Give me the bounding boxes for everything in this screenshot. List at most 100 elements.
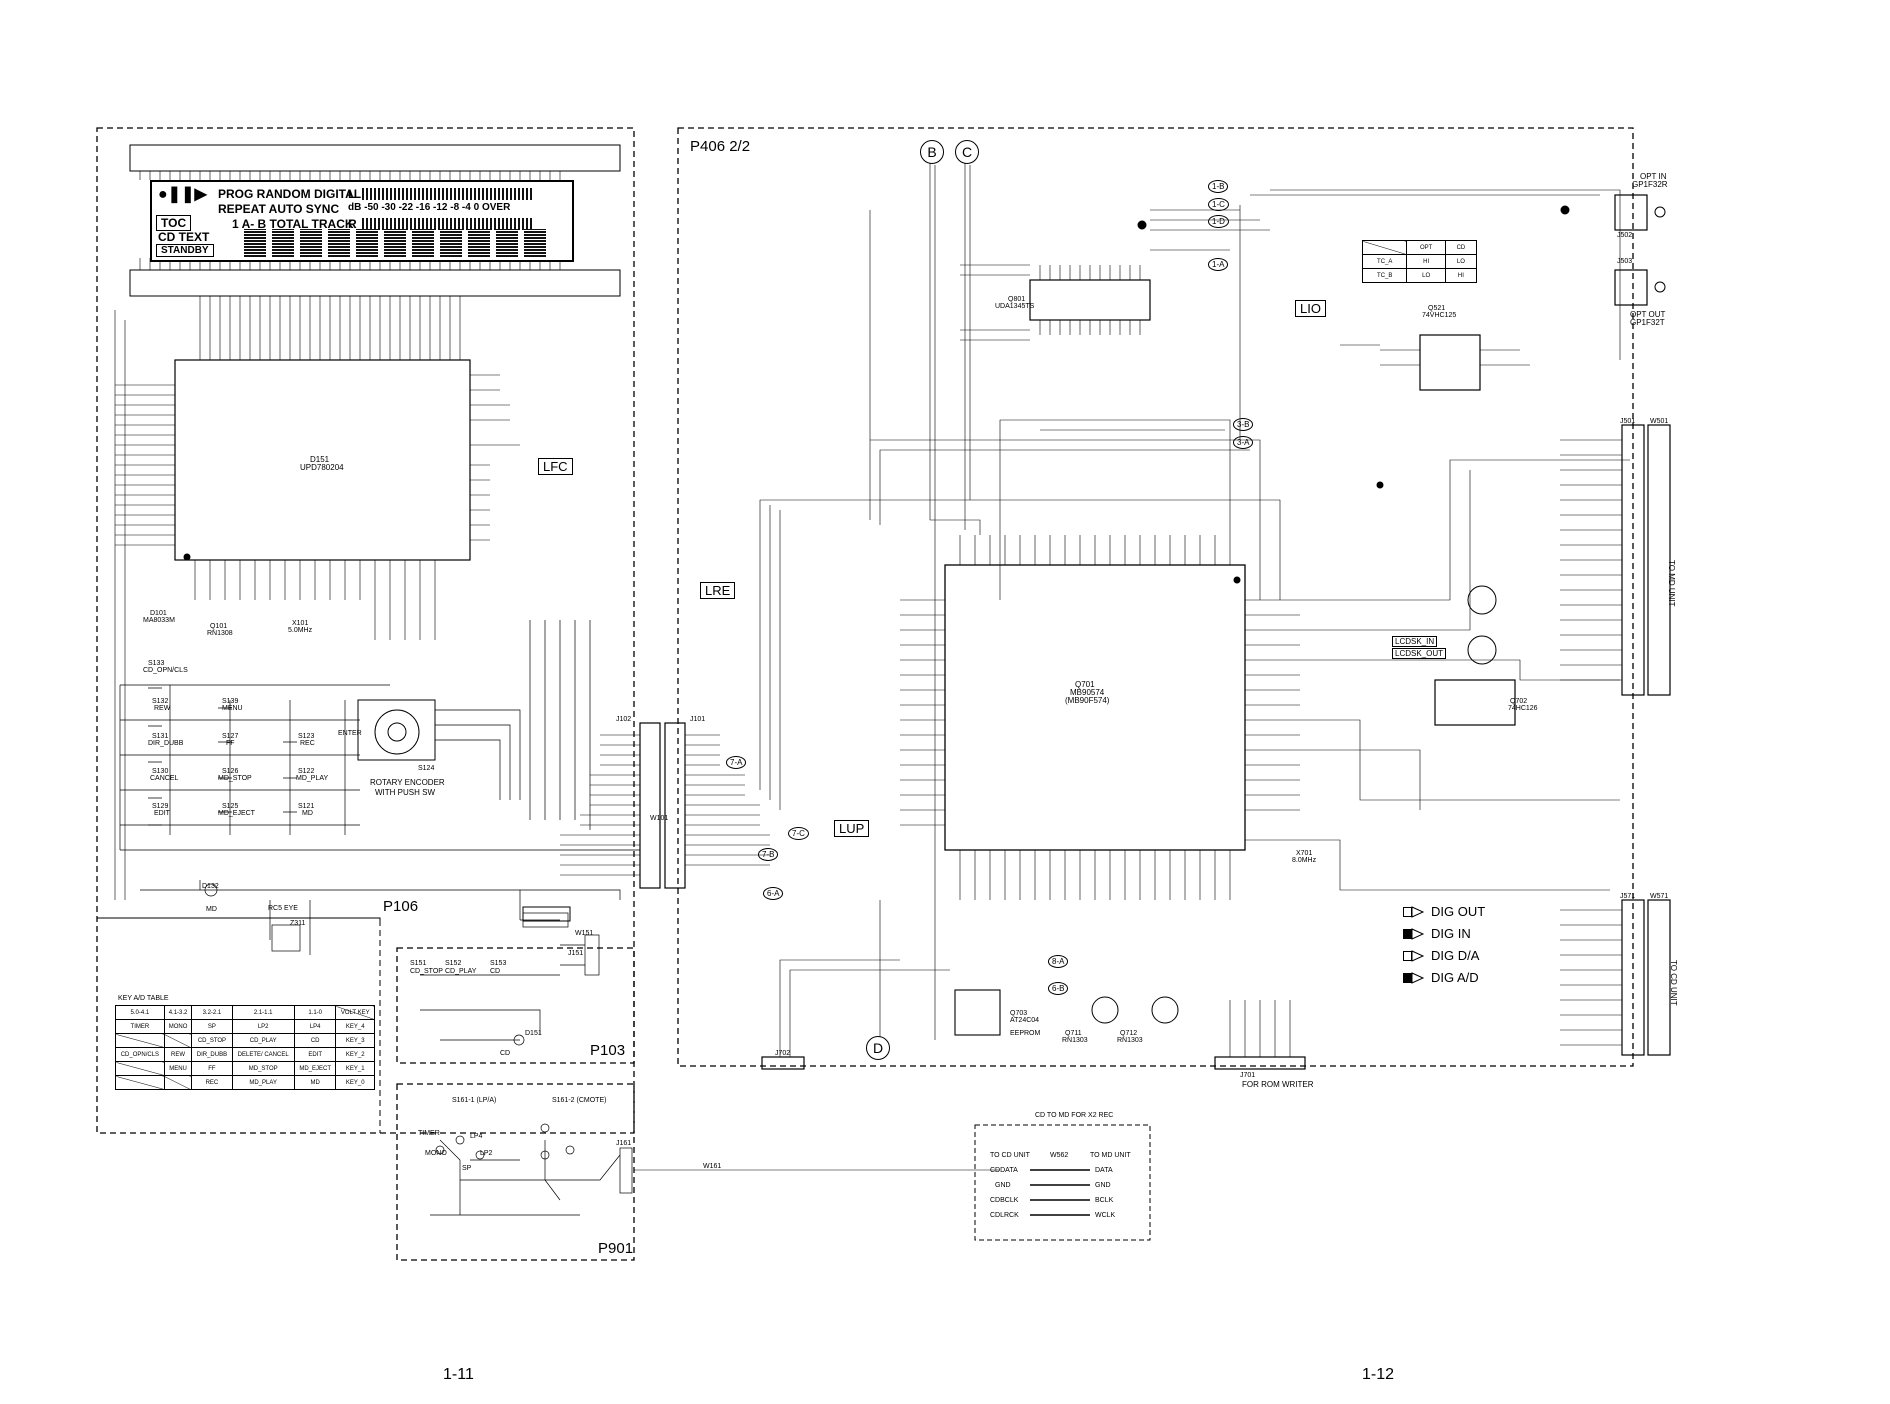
key-table-cell: EDIT [293,1047,337,1062]
legend-dig-in: DIG IN [1403,926,1471,941]
key-table-cell: LP4 [293,1019,337,1034]
mode-table-cell: HI [1444,268,1478,283]
mode-table-cell: LO [1406,268,1446,283]
legend-dig-da: DIG D/A [1403,948,1479,963]
ic-q701-alt: (MB90F574) [1065,696,1110,705]
char-segment [384,229,406,257]
node-label: 1-D [1208,215,1229,228]
block-label-lup: LUP [834,820,870,837]
key-table-cell: KEY_0 [335,1075,375,1090]
ic-q801-part: UDA1345TS [995,303,1035,310]
part-label: RN1303 [1117,1037,1143,1044]
switch-s161-2: S161-2 (CMOTE) [552,1097,607,1104]
key-table-cell: MD_EJECT [293,1061,337,1076]
key-table-cell: CD_PLAY [231,1033,295,1048]
key-table-cell: CD_STOP [191,1033,233,1048]
part-label: 8.0MHz [1292,857,1317,864]
connector-w101: W101 [650,815,669,822]
char-segment [300,229,322,257]
open-arrow-icon [1403,949,1425,962]
key-ref: S130 [152,768,169,775]
key-name: REC [300,740,315,747]
key-table-cell [115,1075,165,1090]
char-segment [524,229,546,257]
key-table-cell: REC [191,1075,233,1090]
section-title-p406: P406 2/2 [690,138,751,155]
node-label: 1-B [1208,180,1229,193]
to-md-unit-label: TO MD UNIT [1667,560,1676,607]
mode-table-header: CD [1444,240,1478,255]
cd-to-md-pin: CDBCLK [990,1197,1019,1204]
key-name: MD_PLAY [296,775,329,782]
vfd-toc: TOC [156,215,192,231]
cd-to-md-pin: GND [1095,1182,1111,1189]
mode-table-header: OPT [1406,240,1446,255]
key-name: REW [154,705,171,712]
connector-w571: W571 [1650,893,1669,900]
filled-arrow-icon [1403,971,1425,984]
node-label: 6-A [763,887,784,900]
legend-label: DIG OUT [1431,904,1486,919]
part-label: D132 [202,883,219,890]
open-arrow-icon [1403,905,1425,918]
opt-out-label: OPT OUT [1630,310,1666,319]
key-table-header: 3.2-2.1 [191,1005,233,1020]
key-table-cell: KEY_4 [335,1019,375,1034]
char-segment [244,229,266,257]
rotary-title: ROTARY ENCODER [370,778,445,787]
part-label: Q101 [210,623,228,630]
key-table-cell: DELETE/ CANCEL [231,1047,295,1062]
switch-sp: SP [462,1165,472,1172]
connector-j502: J502 [1617,232,1633,239]
marker-d: D [866,1036,890,1060]
legend-label: DIG A/D [1431,970,1479,985]
part-label: D151 [525,1030,542,1037]
block-label-lio: LIO [1295,300,1326,317]
key-table-cell: REW [163,1047,193,1062]
key-name: MD [302,810,313,817]
char-segment [412,229,434,257]
key-table-cell: DIR_DUBB [191,1047,233,1062]
rotary-enter: ENTER [338,730,362,737]
key-ref: S121 [298,803,315,810]
vfd-channel-l: L [348,187,356,201]
part-label: D101 [150,610,167,617]
key-table-cell: KEY_1 [335,1061,375,1076]
key-ref: S152 [445,960,462,967]
lcdsk-in-label: LCDSK_IN [1392,636,1438,647]
block-label-lre: LRE [700,582,736,599]
connector-j501: J501 [1620,418,1636,425]
key-name: EDIT [154,810,170,817]
ic-q703-note: EEPROM [1010,1030,1041,1037]
legend-dig-out: DIG OUT [1403,904,1485,919]
level-meter-r [362,218,534,230]
key-table-cell: FF [191,1061,233,1076]
cd-to-md-right: TO MD UNIT [1090,1152,1131,1159]
key-ref: S139 [222,698,239,705]
section-label-p106: P106 [383,898,419,915]
key-table-header: 2.1-1.1 [231,1005,295,1020]
char-segment [496,229,518,257]
char-segment [468,229,490,257]
key-table-cell: CD_OPN/CLS [115,1047,165,1062]
part-label: Q712 [1120,1030,1138,1037]
cd-to-md-pin: DATA [1095,1167,1113,1174]
mode-table-cell: LO [1444,254,1478,269]
key-ref: S153 [490,960,507,967]
node-label: 7-A [726,756,747,769]
key-table-cell [163,1033,193,1048]
legend-label: DIG D/A [1431,948,1480,963]
key-table-key: KEY [357,1009,370,1016]
part-label: Q711 [1065,1030,1082,1037]
rotary-subtitle: WITH PUSH SW [375,788,435,797]
part-label: RN1303 [1062,1037,1088,1044]
part-label: CD [500,1050,511,1057]
vfd-line1: PROG RANDOM DIGITAL [218,187,362,201]
legend-dig-ad: DIG A/D [1403,970,1479,985]
ic-q702-part: 74HC126 [1508,705,1538,712]
connector-j102: J102 [616,716,632,723]
node-label: 7-B [758,848,779,861]
section-label-p901: P901 [598,1240,634,1257]
key-ref: S151 [410,960,427,967]
